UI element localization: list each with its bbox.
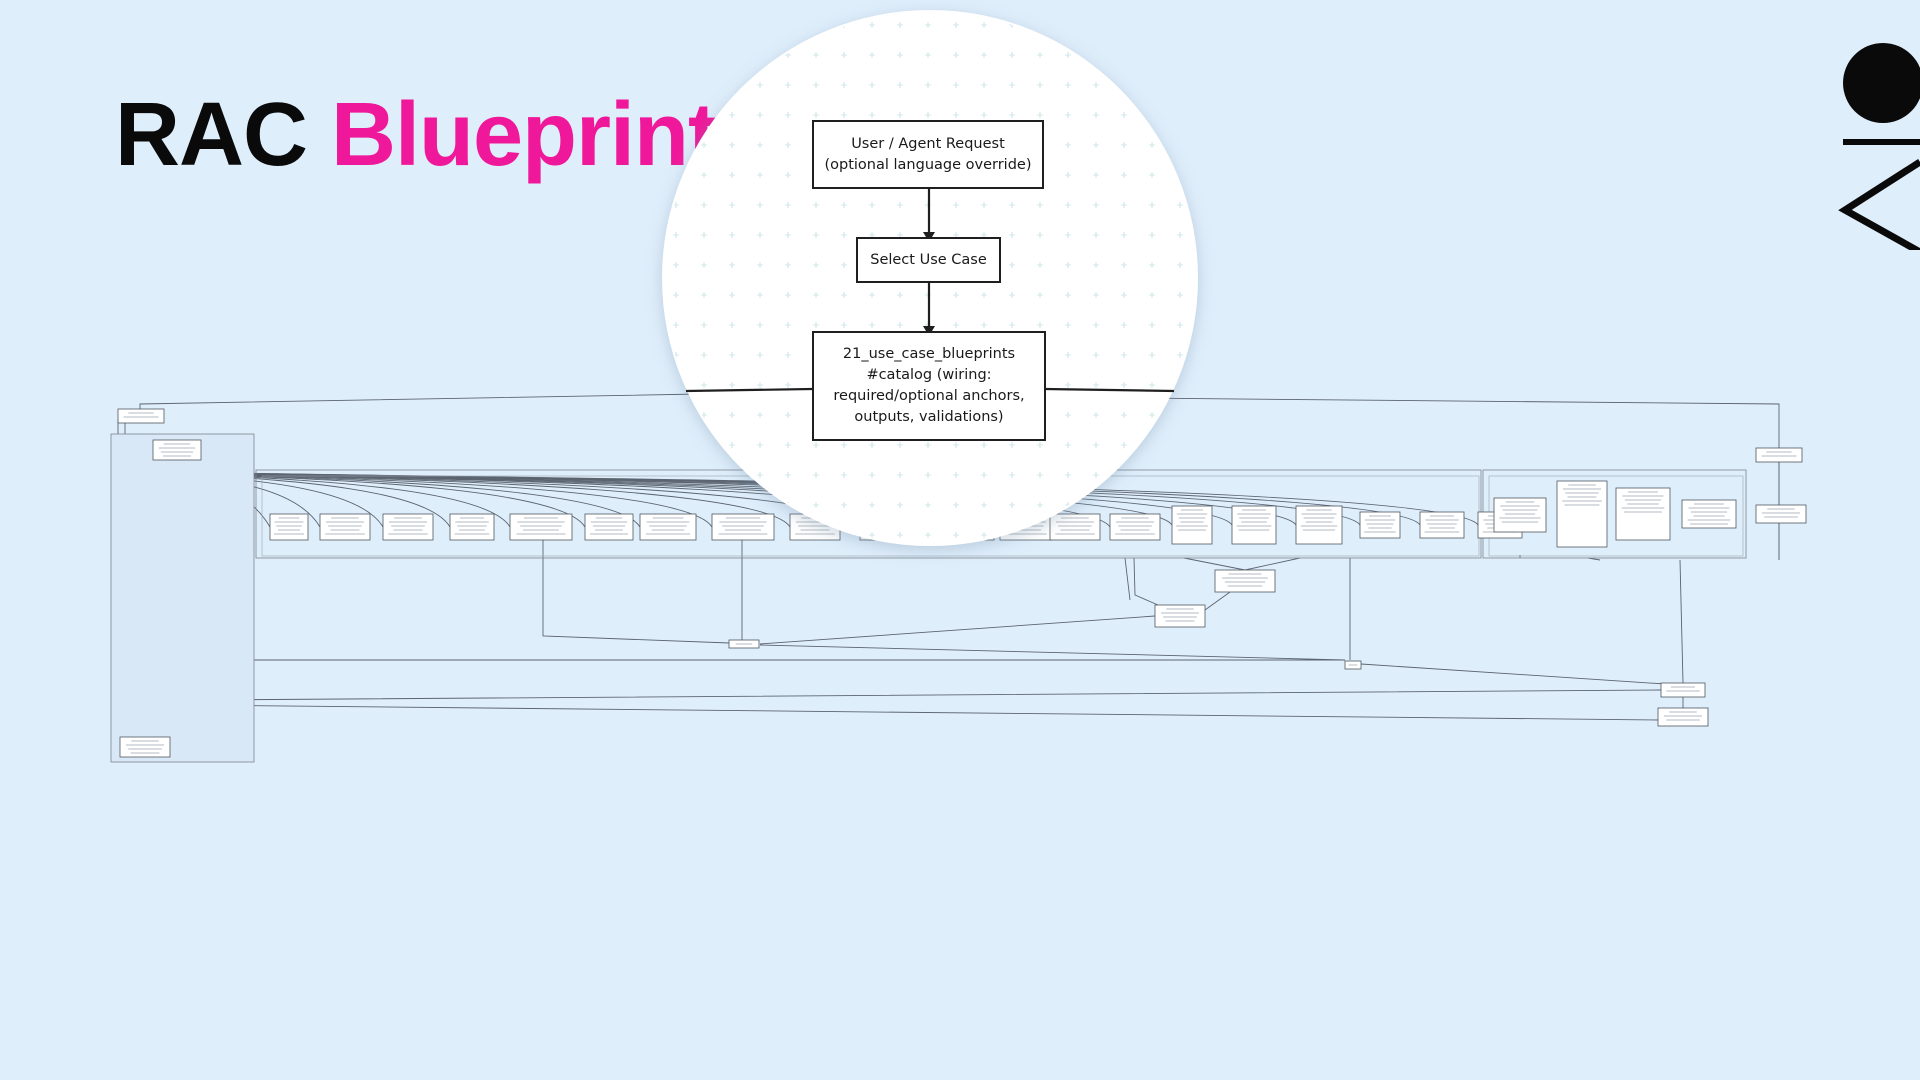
overview-node-right-5 bbox=[1755, 447, 1803, 463]
node-user-agent-request: User / Agent Request (optional language … bbox=[812, 120, 1044, 189]
overview-node-17 bbox=[1295, 505, 1343, 545]
overview-node-right-1 bbox=[1493, 497, 1547, 533]
overview-frame-left bbox=[110, 433, 255, 763]
overview-node-left-1 bbox=[117, 408, 165, 424]
overview-node-1 bbox=[269, 513, 309, 541]
overview-node-right-4 bbox=[1681, 499, 1737, 529]
node-use-case-catalog: 21_use_case_blueprints #catalog (wiring:… bbox=[812, 331, 1046, 441]
overview-node-16 bbox=[1231, 505, 1277, 545]
slide-title: RAC Blueprint bbox=[115, 80, 718, 190]
overview-node-right-6 bbox=[1755, 504, 1807, 524]
overview-node-lower-5 bbox=[1660, 682, 1706, 698]
overview-node-15 bbox=[1171, 505, 1213, 545]
slide-title-part2: Blueprint bbox=[331, 85, 718, 185]
overview-node-right-3 bbox=[1615, 487, 1671, 541]
overview-node-left-2 bbox=[152, 439, 202, 461]
overview-node-left-3 bbox=[119, 736, 171, 758]
node-select-use-case: Select Use Case bbox=[856, 237, 1001, 283]
brand-logo-icon bbox=[1838, 43, 1920, 250]
overview-node-lower-1 bbox=[1214, 569, 1276, 593]
overview-node-right-2 bbox=[1556, 480, 1608, 548]
overview-node-lower-6 bbox=[1657, 707, 1709, 727]
overview-node-lower-2 bbox=[1154, 604, 1206, 628]
slide-title-part1: RAC bbox=[115, 85, 308, 185]
